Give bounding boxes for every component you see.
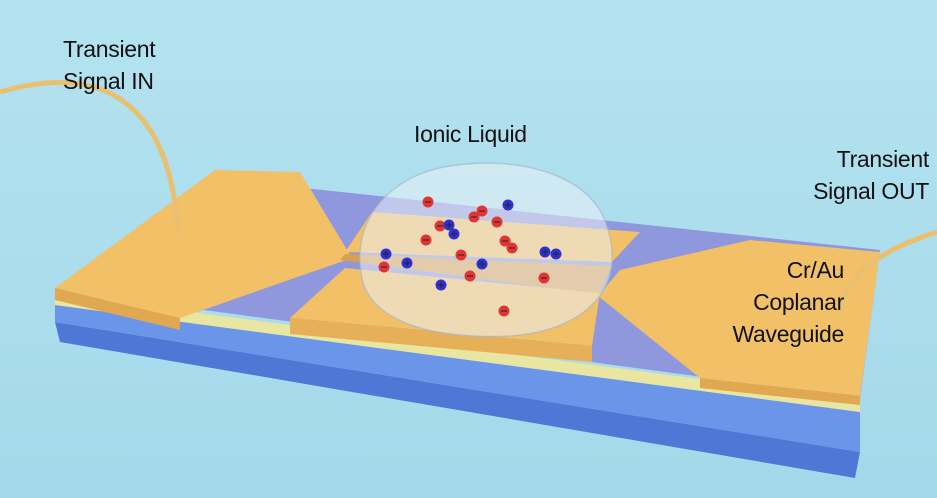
ions	[378, 196, 562, 317]
plus-sign-icon	[383, 251, 389, 257]
chromium-layer	[55, 294, 860, 412]
waveguide-line-1: Cr/Au	[786, 257, 845, 283]
plus-sign-icon	[505, 202, 511, 208]
right-ground-pad	[598, 240, 880, 396]
signal-out-line-1: Transient	[836, 146, 930, 172]
input-wire	[0, 80, 181, 233]
substrate-middle-layer	[55, 305, 860, 452]
left-ground-pad	[55, 170, 352, 318]
plus-sign-icon	[404, 260, 410, 266]
ionic-liquid-label: Ionic Liquid	[414, 121, 527, 147]
waveguide-line-2: Coplanar	[753, 289, 844, 315]
signal-in-label: Transient Signal IN	[63, 33, 156, 97]
signal-in-line-1: Transient	[63, 36, 156, 62]
plus-sign-icon	[479, 261, 485, 267]
plus-sign-icon	[553, 251, 559, 257]
waveguide-label: Cr/Au Coplanar Waveguide	[732, 254, 844, 350]
waveguide-line-3: Waveguide	[732, 321, 844, 347]
plus-sign-icon	[438, 282, 444, 288]
output-wire	[837, 229, 937, 313]
center-pad-front	[290, 318, 592, 362]
substrate-bottom-layer	[55, 322, 860, 478]
left-pad-front	[55, 288, 180, 330]
plus-sign-icon	[446, 222, 452, 228]
signal-out-line-2: Signal OUT	[813, 178, 929, 204]
signal-out-label: Transient Signal OUT	[813, 143, 929, 207]
plus-sign-icon	[451, 231, 457, 237]
signal-in-line-2: Signal IN	[63, 68, 154, 94]
plus-sign-icon	[542, 249, 548, 255]
right-pad-front	[700, 378, 860, 405]
ionic-liquid-droplet	[359, 162, 613, 338]
